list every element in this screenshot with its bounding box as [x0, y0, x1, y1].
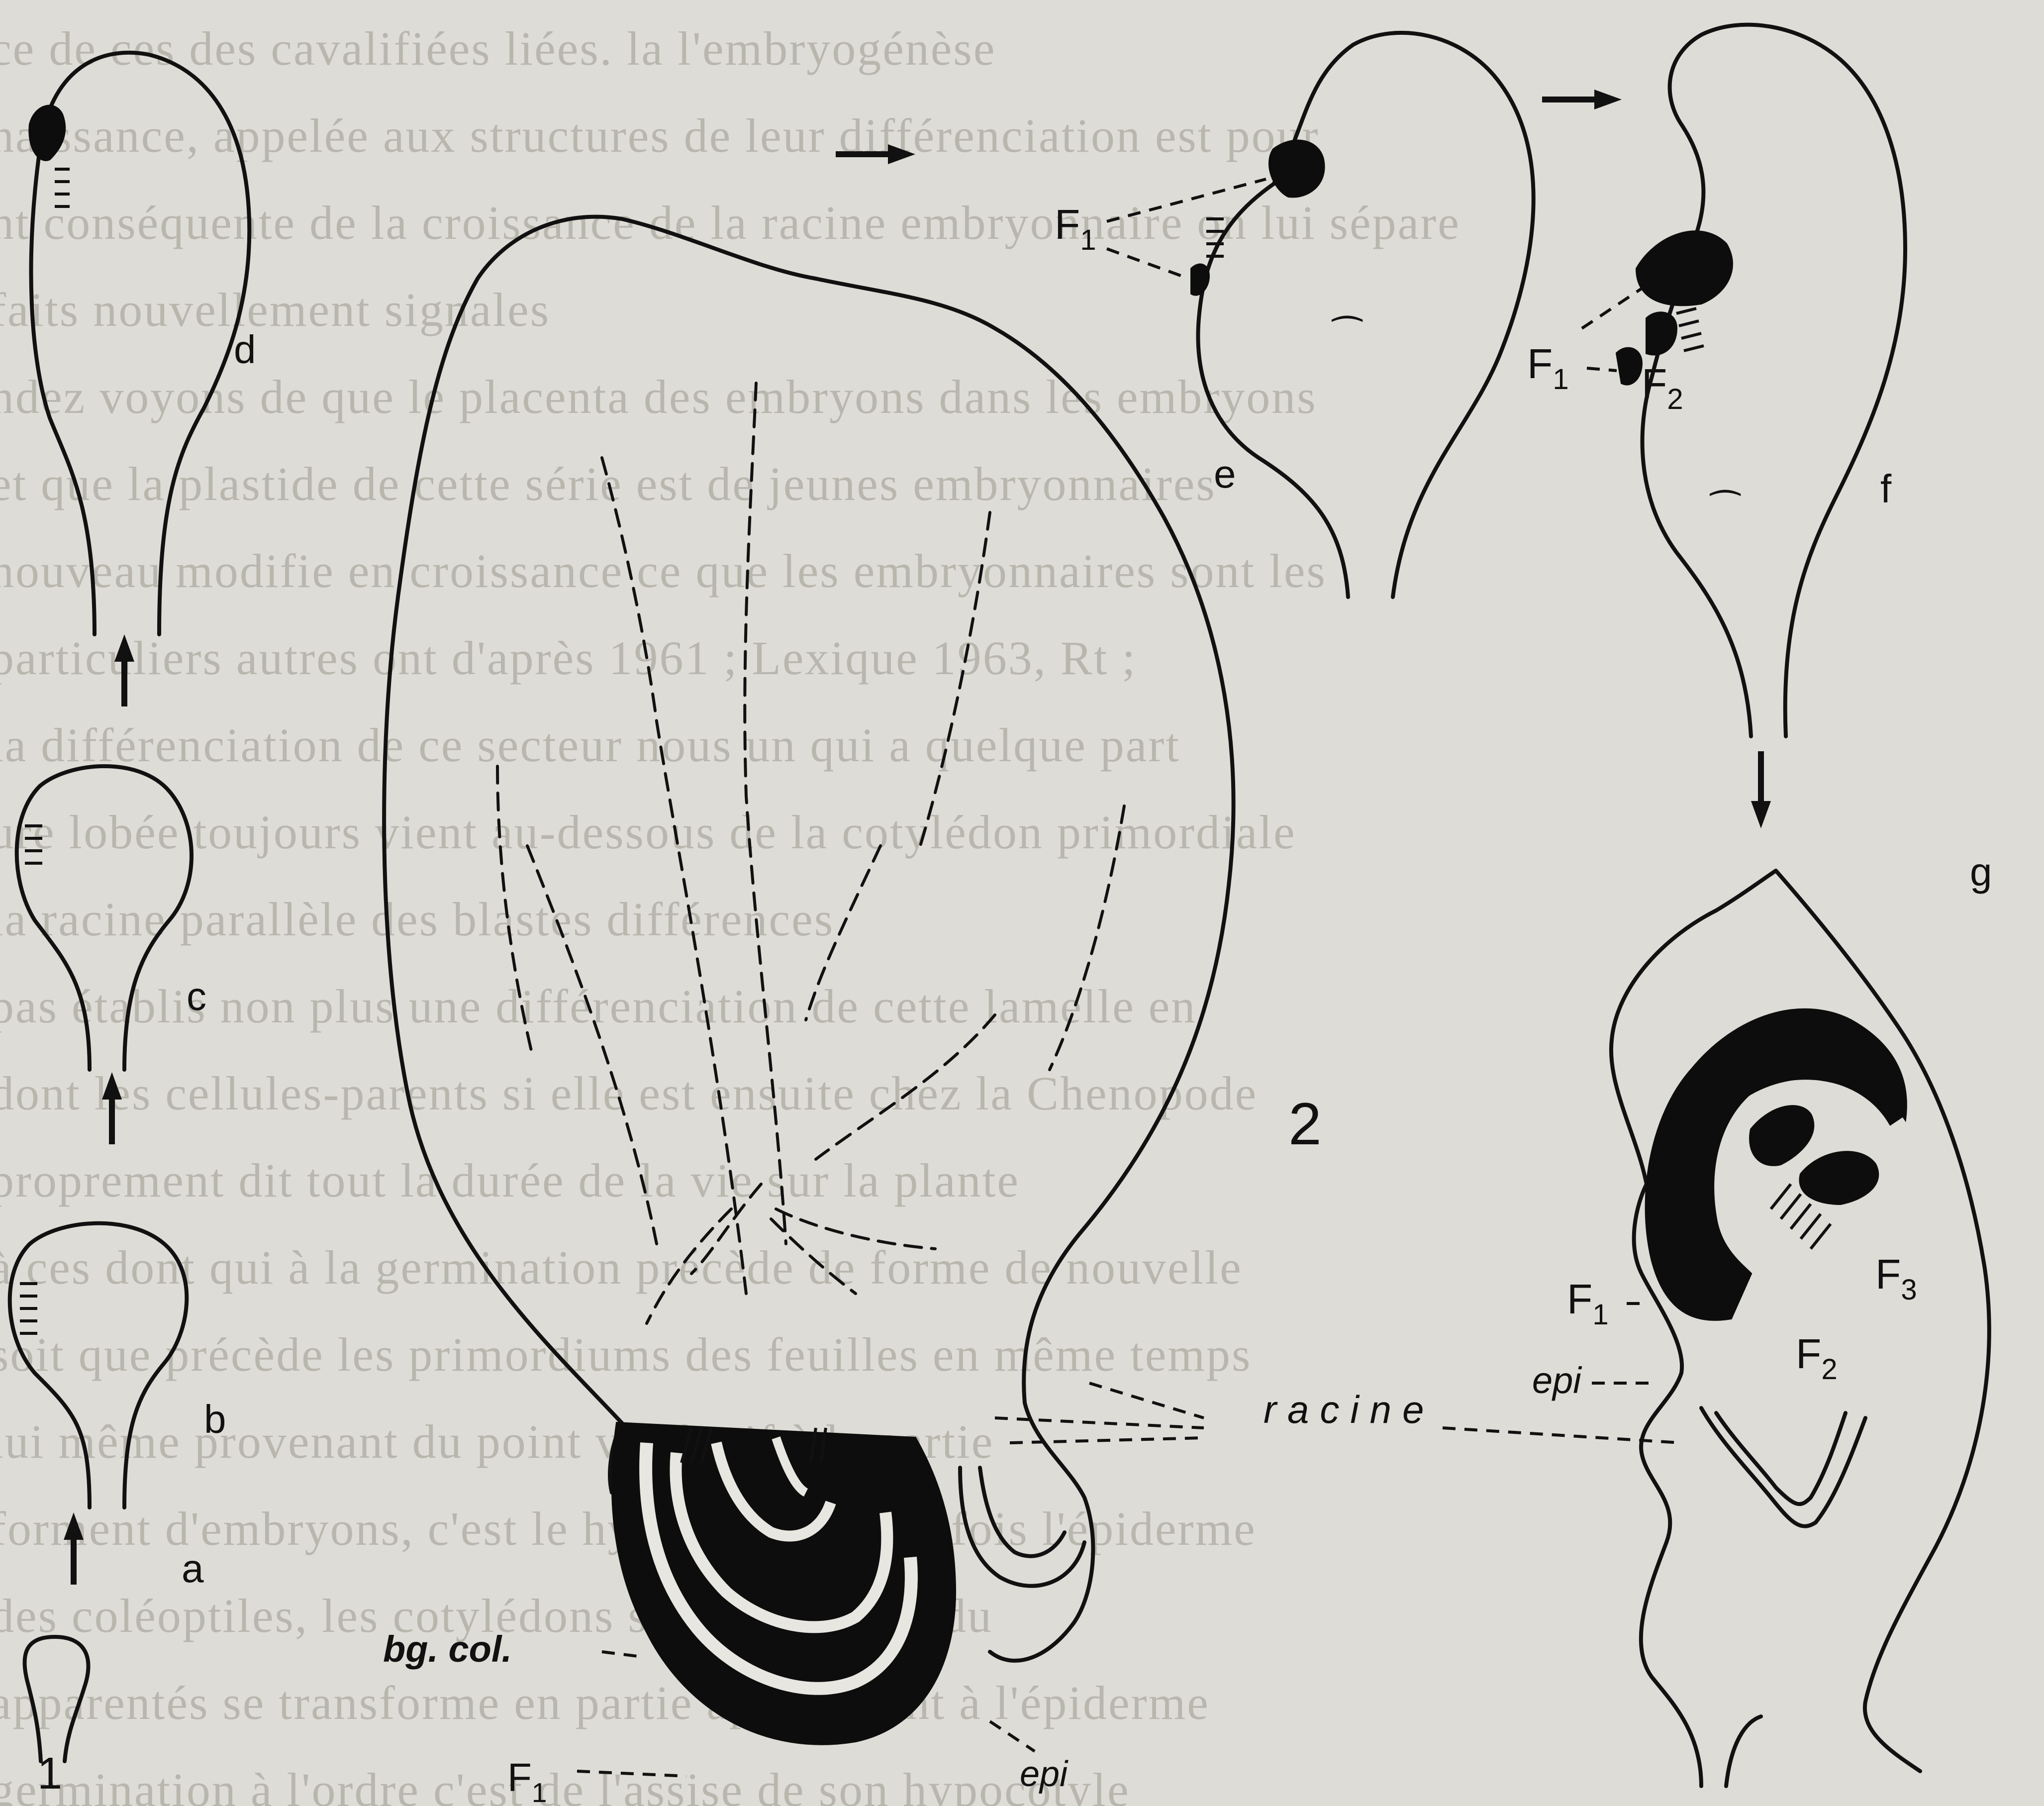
stage-g-label: g — [1970, 850, 1992, 894]
racine-label: racine — [1264, 1388, 1435, 1431]
background-print-line: nt conséquente de la croissance de la ra… — [0, 196, 1460, 249]
bg-col-label: bg. col. — [383, 1628, 512, 1670]
background-print-line: germination à l'ordre c'est de l'assise … — [0, 1763, 1130, 1806]
epi-label-fig2: epi — [1020, 1754, 1069, 1794]
f2-label-g: F2 — [1796, 1330, 1838, 1386]
figure-1-number: 1 — [37, 1749, 62, 1799]
bg-col-leader — [602, 1652, 642, 1657]
stage-e-primordium-lower — [1191, 265, 1209, 295]
background-print-line: ndez voyons de que le placenta des embry… — [0, 370, 1317, 423]
arrow-e-to-f — [1542, 90, 1622, 109]
f1-label-f: F1 — [1527, 340, 1569, 396]
background-print-line: la racine parallèle des blastes différen… — [0, 893, 834, 946]
stage-d-label: d — [234, 327, 256, 372]
stage-e-apex-mark: ⁀ — [1331, 316, 1363, 356]
background-print-line: naissance, appelée aux structures de leu… — [0, 109, 1320, 162]
stage-g-outline — [1611, 871, 1989, 1786]
stage-g-root — [1701, 1408, 1865, 1526]
stage-f-primordium-f2 — [1647, 312, 1676, 354]
stage-g-leaf-primordia — [1646, 1009, 1906, 1320]
background-print-line: faits nouvellement signales — [0, 283, 550, 336]
figure-2-number: 2 — [1288, 1091, 1322, 1157]
background-print-line: apparentés se transforme en partie appar… — [0, 1676, 1210, 1729]
stage-b-label: b — [204, 1397, 226, 1441]
f1-label-g: F1 — [1567, 1276, 1609, 1331]
stage-e-primordium-upper — [1269, 141, 1324, 197]
f3-label-g: F3 — [1875, 1251, 1917, 1306]
stage-f-label: f — [1880, 467, 1892, 511]
stage-f-outline — [1643, 25, 1905, 736]
background-print-line: pas établis non plus une différenciation… — [0, 980, 1196, 1033]
background-print-line: soit que précède les primordiums des feu… — [0, 1328, 1252, 1381]
f2-label-f: F2 — [1642, 360, 1683, 415]
stage-f-hatch — [1676, 308, 1704, 351]
arrow-f-to-g — [1751, 751, 1771, 828]
stage-f-primordium-f1b — [1617, 348, 1642, 385]
stage-c-label: c — [187, 974, 206, 1018]
background-print-line: proprement dit tout la durée de la vie s… — [0, 1154, 1020, 1207]
stage-f-apex-mark: ⁀ — [1709, 490, 1741, 530]
background-print-line: ce de ces des cavalifiées liées. la l'em… — [0, 22, 996, 75]
background-print-line: nouveau modifie en croissance ce que les… — [0, 544, 1327, 598]
background-print-line: la différenciation de ce secteur nous un… — [0, 718, 1180, 772]
background-print-line: ure lobée toujours vient au-dessous de l… — [0, 805, 1296, 859]
epi-label-g: epi — [1532, 1360, 1582, 1401]
background-print-line: dont les cellules-parents si elle est en… — [0, 1067, 1258, 1120]
stage-f-primordium-f1 — [1637, 231, 1732, 305]
stage-e-label: e — [1214, 452, 1236, 496]
stage-a-label: a — [182, 1546, 204, 1591]
